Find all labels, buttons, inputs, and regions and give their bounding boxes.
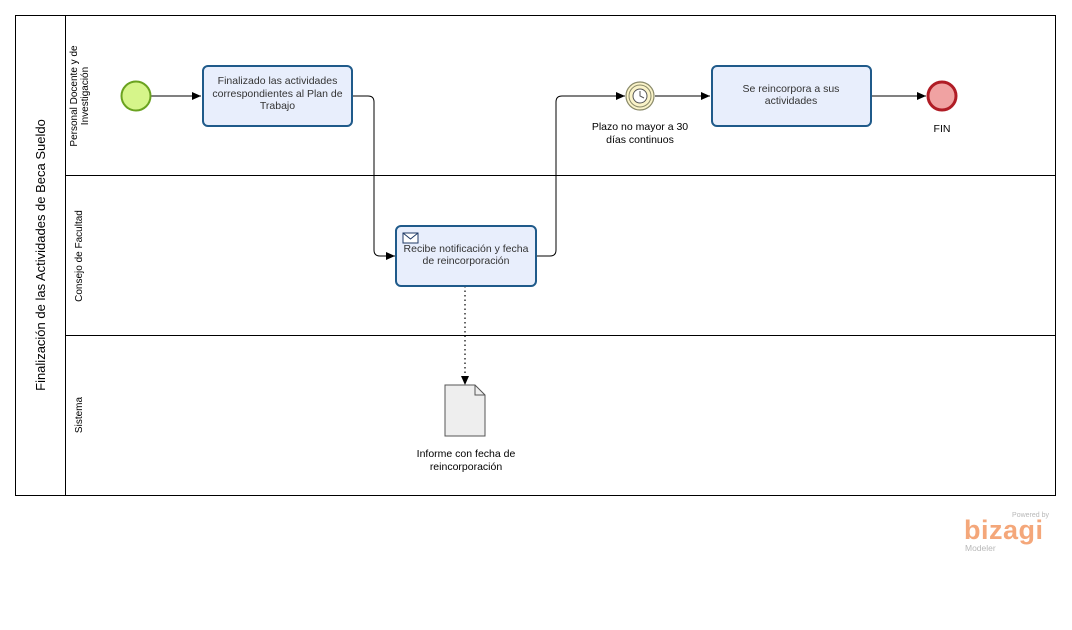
document-label: Informe con fecha de reincorporación — [416, 448, 516, 473]
flow-recibe-to-timer[interactable] — [536, 92, 625, 257]
task-recibe[interactable] — [395, 225, 537, 287]
start-event[interactable] — [120, 80, 152, 112]
task-reincorpora[interactable] — [711, 65, 872, 127]
lane-label-personal-docente: Personal Docente y de Investigación — [68, 45, 92, 147]
logo-powered-by: Powered by — [1012, 512, 1049, 519]
lane-label-sistema: Sistema — [74, 396, 86, 434]
clock-icon — [632, 88, 648, 104]
logo-product: Modeler — [965, 543, 996, 553]
timer-event-label: Plazo no mayor a 30 días continuos — [591, 121, 689, 146]
end-event-label: FIN — [933, 123, 951, 135]
task-finalizado-label: Finalizado las actividades correspondien… — [212, 75, 343, 113]
end-event[interactable] — [926, 80, 958, 112]
envelope-icon — [402, 232, 419, 244]
task-recibe-label: Recibe notificación y fecha de reincorpo… — [403, 242, 529, 268]
pool-title: Finalización de las Actividades de Beca … — [32, 119, 48, 391]
document-icon[interactable] — [444, 384, 486, 437]
lane-label-consejo-facultad: Consejo de Facultad — [74, 210, 86, 302]
task-reincorpora-label: Se reincorpora a sus actividades — [742, 82, 840, 108]
logo-brand: bizagi — [964, 515, 1044, 545]
bizagi-logo: Powered by bizagi Modeler — [960, 512, 1055, 557]
flow-finalizado-to-recibe[interactable] — [352, 95, 395, 260]
task-finalizado[interactable] — [202, 65, 353, 127]
